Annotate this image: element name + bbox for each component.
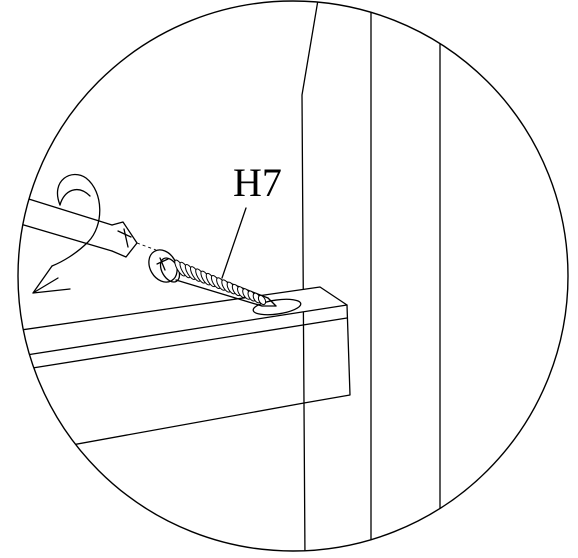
screw	[148, 249, 277, 307]
side-panel	[301, 1, 441, 551]
detail-contents	[18, 1, 441, 551]
label-leader-line	[221, 207, 247, 279]
rotation-arrow-icon	[32, 173, 101, 294]
thread-turn	[257, 294, 267, 306]
screw-threads	[174, 259, 267, 306]
detail-circle	[17, 0, 569, 552]
screw-hole	[252, 298, 302, 316]
horizontal-rail	[18, 286, 351, 459]
part-label: H7	[233, 160, 282, 205]
